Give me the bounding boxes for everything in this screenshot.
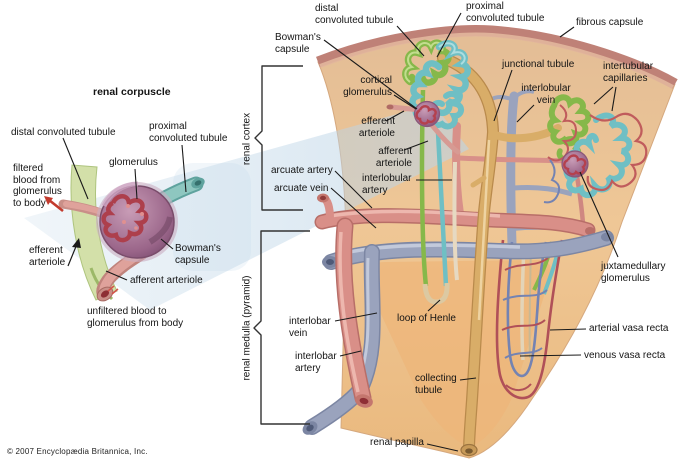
label-afferent-arteriole-mid: afferent arteriole xyxy=(375,146,412,169)
label-efferent-arteriole-left: efferent arteriole xyxy=(29,245,66,268)
renal-corpuscle-drawing xyxy=(44,164,205,302)
interlobar-artery-vessel xyxy=(336,219,370,405)
label-venous-vasa-recta: venous vasa recta xyxy=(584,350,666,361)
label-bowmans-capsule-left: Bowman's capsule xyxy=(175,243,221,266)
cortical-nephron xyxy=(386,39,471,155)
label-glomerulus: glomerulus xyxy=(109,157,158,168)
intertubular-capillaries-mesh xyxy=(586,112,648,192)
label-afferent-arteriole-left: afferent arteriole xyxy=(130,275,203,286)
loop-of-henle-bend xyxy=(422,282,450,305)
distal-tubule-ribbon xyxy=(70,164,118,301)
glomerulus-capillary-coil xyxy=(101,194,149,243)
label-intertubular-capillaries: intertubular capillaries xyxy=(603,61,654,84)
renal-pyramid-zone xyxy=(365,260,551,447)
label-renal-medulla: renal medulla (pyramid) xyxy=(241,275,253,381)
label-interlobar-vein: interlobar vein xyxy=(289,316,331,339)
arcuate-artery-vessel xyxy=(316,209,594,236)
renal-medulla-bracket xyxy=(253,230,310,425)
filtered-blood-arrow xyxy=(44,196,64,213)
label-renal-cortex: renal cortex xyxy=(241,112,253,166)
label-filtered-blood: filtered blood from glomerulus to body xyxy=(13,163,62,209)
label-renal-corpuscle-title: renal corpuscle xyxy=(93,86,171,98)
label-interlobular-artery: interlobular artery xyxy=(362,173,412,196)
label-efferent-arteriole-mid: efferent arteriole xyxy=(358,116,395,139)
label-arcuate-artery: arcuate artery xyxy=(271,165,333,176)
label-unfiltered-blood: unfiltered blood to glomerulus from body xyxy=(87,306,184,329)
label-bowmans-capsule-top: Bowman's capsule xyxy=(275,32,321,55)
label-loop-of-henle: loop of Henle xyxy=(397,313,456,324)
label-arterial-vasa-recta: arterial vasa recta xyxy=(589,323,669,334)
renal-papilla-tip xyxy=(460,443,478,457)
label-renal-papilla: renal papilla xyxy=(370,437,424,448)
label-interlobar-artery: interlobar artery xyxy=(295,351,337,374)
leader-lines xyxy=(62,12,619,452)
label-collecting-tubule: collecting tubule xyxy=(415,373,457,396)
renal-cortex-bracket xyxy=(254,65,303,211)
efferent-arteriole-arrow xyxy=(67,238,81,267)
label-proximal-convoluted-tubule-left: proximal convoluted tubule xyxy=(149,121,228,144)
label-arcuate-vein: arcuate vein xyxy=(274,183,329,194)
label-distal-convoluted-tubule-top: distal convoluted tubule xyxy=(315,3,394,26)
label-proximal-convoluted-tubule-top: proximal convoluted tubule xyxy=(466,1,545,24)
fibrous-capsule-rim xyxy=(316,25,678,89)
wedge-vessels xyxy=(302,39,648,457)
label-fibrous-capsule: fibrous capsule xyxy=(576,17,644,28)
label-juxtamedullary-glomerulus: juxtamedullary glomerulus xyxy=(601,261,666,284)
label-cortical-glomerulus: cortical glomerulus xyxy=(343,75,392,98)
copyright-notice: © 2007 Encyclopædia Britannica, Inc. xyxy=(7,447,148,456)
label-junctional-tubule: junctional tubule xyxy=(502,59,575,70)
label-distal-convoluted-tubule-left: distal convoluted tubule xyxy=(11,127,116,138)
juxtamedullary-nephron xyxy=(543,94,648,204)
label-interlobular-vein: interlobular vein xyxy=(521,83,571,106)
